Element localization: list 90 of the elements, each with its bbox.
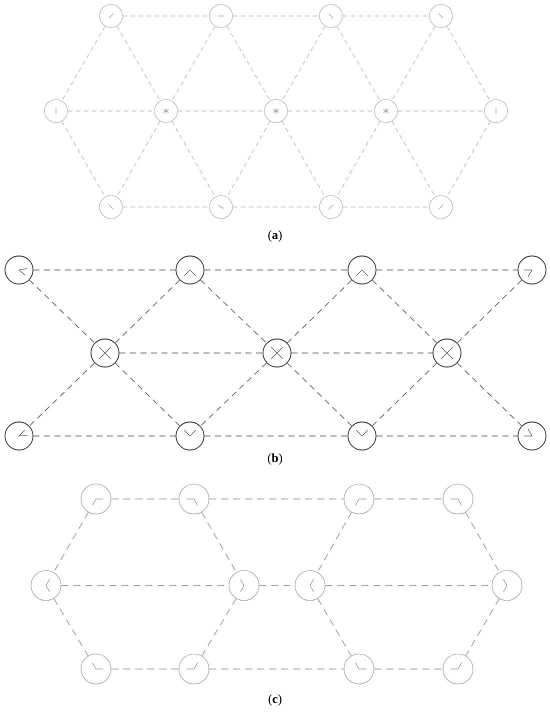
- connector-line: [446, 120, 490, 198]
- connector-line: [200, 280, 267, 344]
- connector-line: [172, 120, 216, 198]
- connector-line: [114, 280, 180, 344]
- circle-node: [80, 484, 112, 514]
- circle-node: [442, 654, 474, 684]
- circle-node: [99, 195, 123, 219]
- circle-node: [319, 195, 343, 219]
- connector-line: [53, 598, 89, 656]
- connector-line: [392, 120, 436, 198]
- connector-line: [116, 120, 160, 198]
- connector-line: [29, 280, 95, 344]
- circle-node: [348, 256, 376, 284]
- connector-line: [116, 26, 160, 102]
- connector-line: [172, 26, 216, 102]
- circle-node: [442, 484, 474, 514]
- circle-node: [294, 570, 326, 601]
- connector-line: [465, 598, 500, 656]
- panel-label: (c): [268, 694, 282, 706]
- connector-line: [110, 498, 180, 500]
- panel-label: (a): [268, 230, 282, 242]
- connector-line: [465, 512, 500, 573]
- connector-line: [226, 26, 270, 102]
- circle-node: [178, 654, 210, 684]
- connector-line: [372, 280, 438, 344]
- connector-line: [53, 512, 89, 573]
- circle-node: [176, 256, 204, 284]
- connector-line: [29, 362, 95, 426]
- circle-node: [90, 338, 120, 368]
- connector-line: [374, 498, 444, 500]
- circle-node: [319, 4, 343, 28]
- circle-node: [262, 338, 292, 368]
- circle-node: [30, 570, 62, 601]
- connector-line: [286, 362, 352, 426]
- connector-line: [208, 668, 344, 670]
- circle-node: [178, 484, 210, 514]
- circle-node: [80, 654, 112, 684]
- connector-line: [397, 110, 485, 112]
- connector-line: [282, 26, 326, 102]
- connector-line: [119, 352, 263, 354]
- circle-node: [176, 422, 204, 450]
- circle-node: [348, 422, 376, 450]
- connector-line: [282, 120, 326, 198]
- panel-label: (b): [268, 453, 282, 465]
- circle-node: [344, 654, 374, 684]
- connector-line: [317, 598, 352, 656]
- circle-node: [432, 338, 462, 368]
- circle-node: [344, 484, 374, 514]
- connector-line: [67, 110, 155, 112]
- connector-line: [336, 120, 380, 198]
- circle-node: [44, 99, 68, 123]
- connector-line: [200, 362, 267, 426]
- circle-node: [154, 99, 178, 123]
- connector-line: [208, 498, 344, 500]
- connector-line: [456, 280, 522, 344]
- circle-node: [228, 570, 260, 601]
- connector-line: [336, 26, 380, 102]
- connector-line: [374, 668, 444, 670]
- connector-line: [392, 26, 436, 102]
- connector-line: [317, 512, 352, 573]
- circle-node: [518, 256, 546, 284]
- connector-line: [226, 120, 270, 198]
- connector-line: [372, 362, 438, 426]
- connector-line: [110, 668, 180, 670]
- connector-line: [62, 120, 106, 198]
- connector-line: [177, 110, 265, 112]
- connector-line: [446, 26, 490, 102]
- connector-line: [62, 26, 106, 102]
- circle-node: [484, 99, 508, 123]
- circle-node: [209, 4, 233, 28]
- circle-node: [99, 4, 123, 28]
- connector-line: [456, 362, 522, 426]
- circle-node: [4, 256, 34, 284]
- circle-node: [429, 4, 453, 28]
- circle-node: [264, 99, 288, 123]
- connector-line: [122, 206, 210, 208]
- connector-line: [232, 206, 320, 208]
- circle-node: [4, 422, 34, 450]
- connector-line: [201, 598, 237, 656]
- circle-node: [429, 195, 453, 219]
- circle-node: [209, 195, 233, 219]
- connector-line: [291, 352, 433, 354]
- circle-node: [518, 422, 546, 450]
- circle-node: [374, 99, 398, 123]
- connector-line: [201, 512, 237, 573]
- connector-line: [287, 110, 375, 112]
- circle-node: [492, 570, 522, 601]
- connector-line: [342, 206, 430, 208]
- connector-line: [286, 280, 352, 344]
- connector-line: [114, 362, 180, 426]
